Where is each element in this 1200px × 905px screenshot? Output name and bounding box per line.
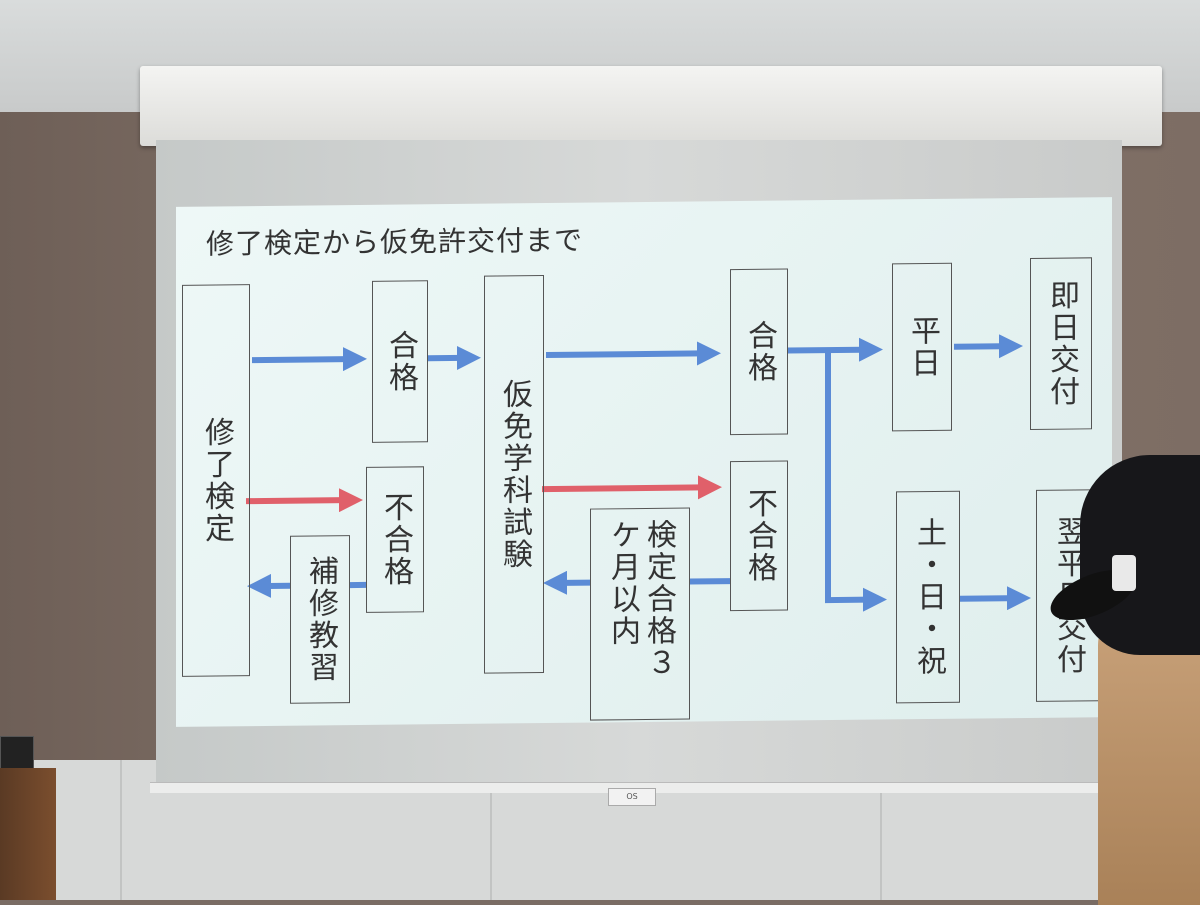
box-hoshu-kyoshu: 補修教習	[290, 535, 350, 704]
box-kentei-gokaku-3kagetsu: 検定合格３ケ月以内	[590, 508, 690, 721]
box-gokaku-1: 合格	[372, 280, 428, 443]
cap	[1080, 455, 1200, 655]
screen-pull-handle[interactable]: OS	[608, 788, 656, 806]
audience-member	[1040, 455, 1200, 900]
box-karimen-gakka: 仮免学科試験	[484, 275, 544, 674]
podium	[0, 768, 56, 900]
box-fugokaku-2: 不合格	[730, 460, 788, 611]
box-donichi-shuku: 土・日・祝	[896, 491, 960, 704]
arrow-shuryo-to-fugokaku	[246, 500, 354, 501]
box-label: 不合格	[377, 491, 413, 587]
box-sokujitsu-kofu: 即日交付	[1030, 257, 1092, 430]
box-label: 補修教習	[302, 555, 338, 683]
projected-slide: 修了検定から仮免許交付まで 修了検定 合格 不合格 補修教習	[176, 197, 1112, 727]
box-label: 平日	[904, 315, 940, 379]
arrow-heijitsu-to-sokujitsu	[954, 346, 1014, 347]
podium-monitor	[0, 736, 34, 772]
box-label: 仮免学科試験	[496, 378, 532, 570]
projector-screen-housing	[140, 66, 1162, 146]
box-gokaku-2: 合格	[730, 268, 788, 435]
box-label: 修了検定	[198, 416, 234, 544]
arrow-karimen-to-gokaku	[546, 353, 712, 355]
box-label: 合格	[382, 329, 418, 393]
box-label: 合格	[741, 320, 777, 384]
arrow-shuryo-to-gokaku	[252, 359, 358, 360]
arrow-gokaku-to-donichi	[828, 350, 878, 601]
box-heijitsu: 平日	[892, 263, 952, 432]
box-label: 土・日・祝	[910, 517, 946, 677]
box-label: 即日交付	[1043, 279, 1079, 407]
arrow-donichi-to-yokuheijitsu	[960, 598, 1022, 599]
box-label: 不合格	[741, 488, 777, 584]
box-fugokaku-1: 不合格	[366, 466, 424, 613]
arrow-karimen-to-fugokaku	[542, 487, 713, 489]
box-shuryo-kentei: 修了検定	[182, 284, 250, 677]
cap-logo	[1112, 555, 1136, 591]
box-label: 検定合格３ケ月以内	[604, 519, 676, 710]
